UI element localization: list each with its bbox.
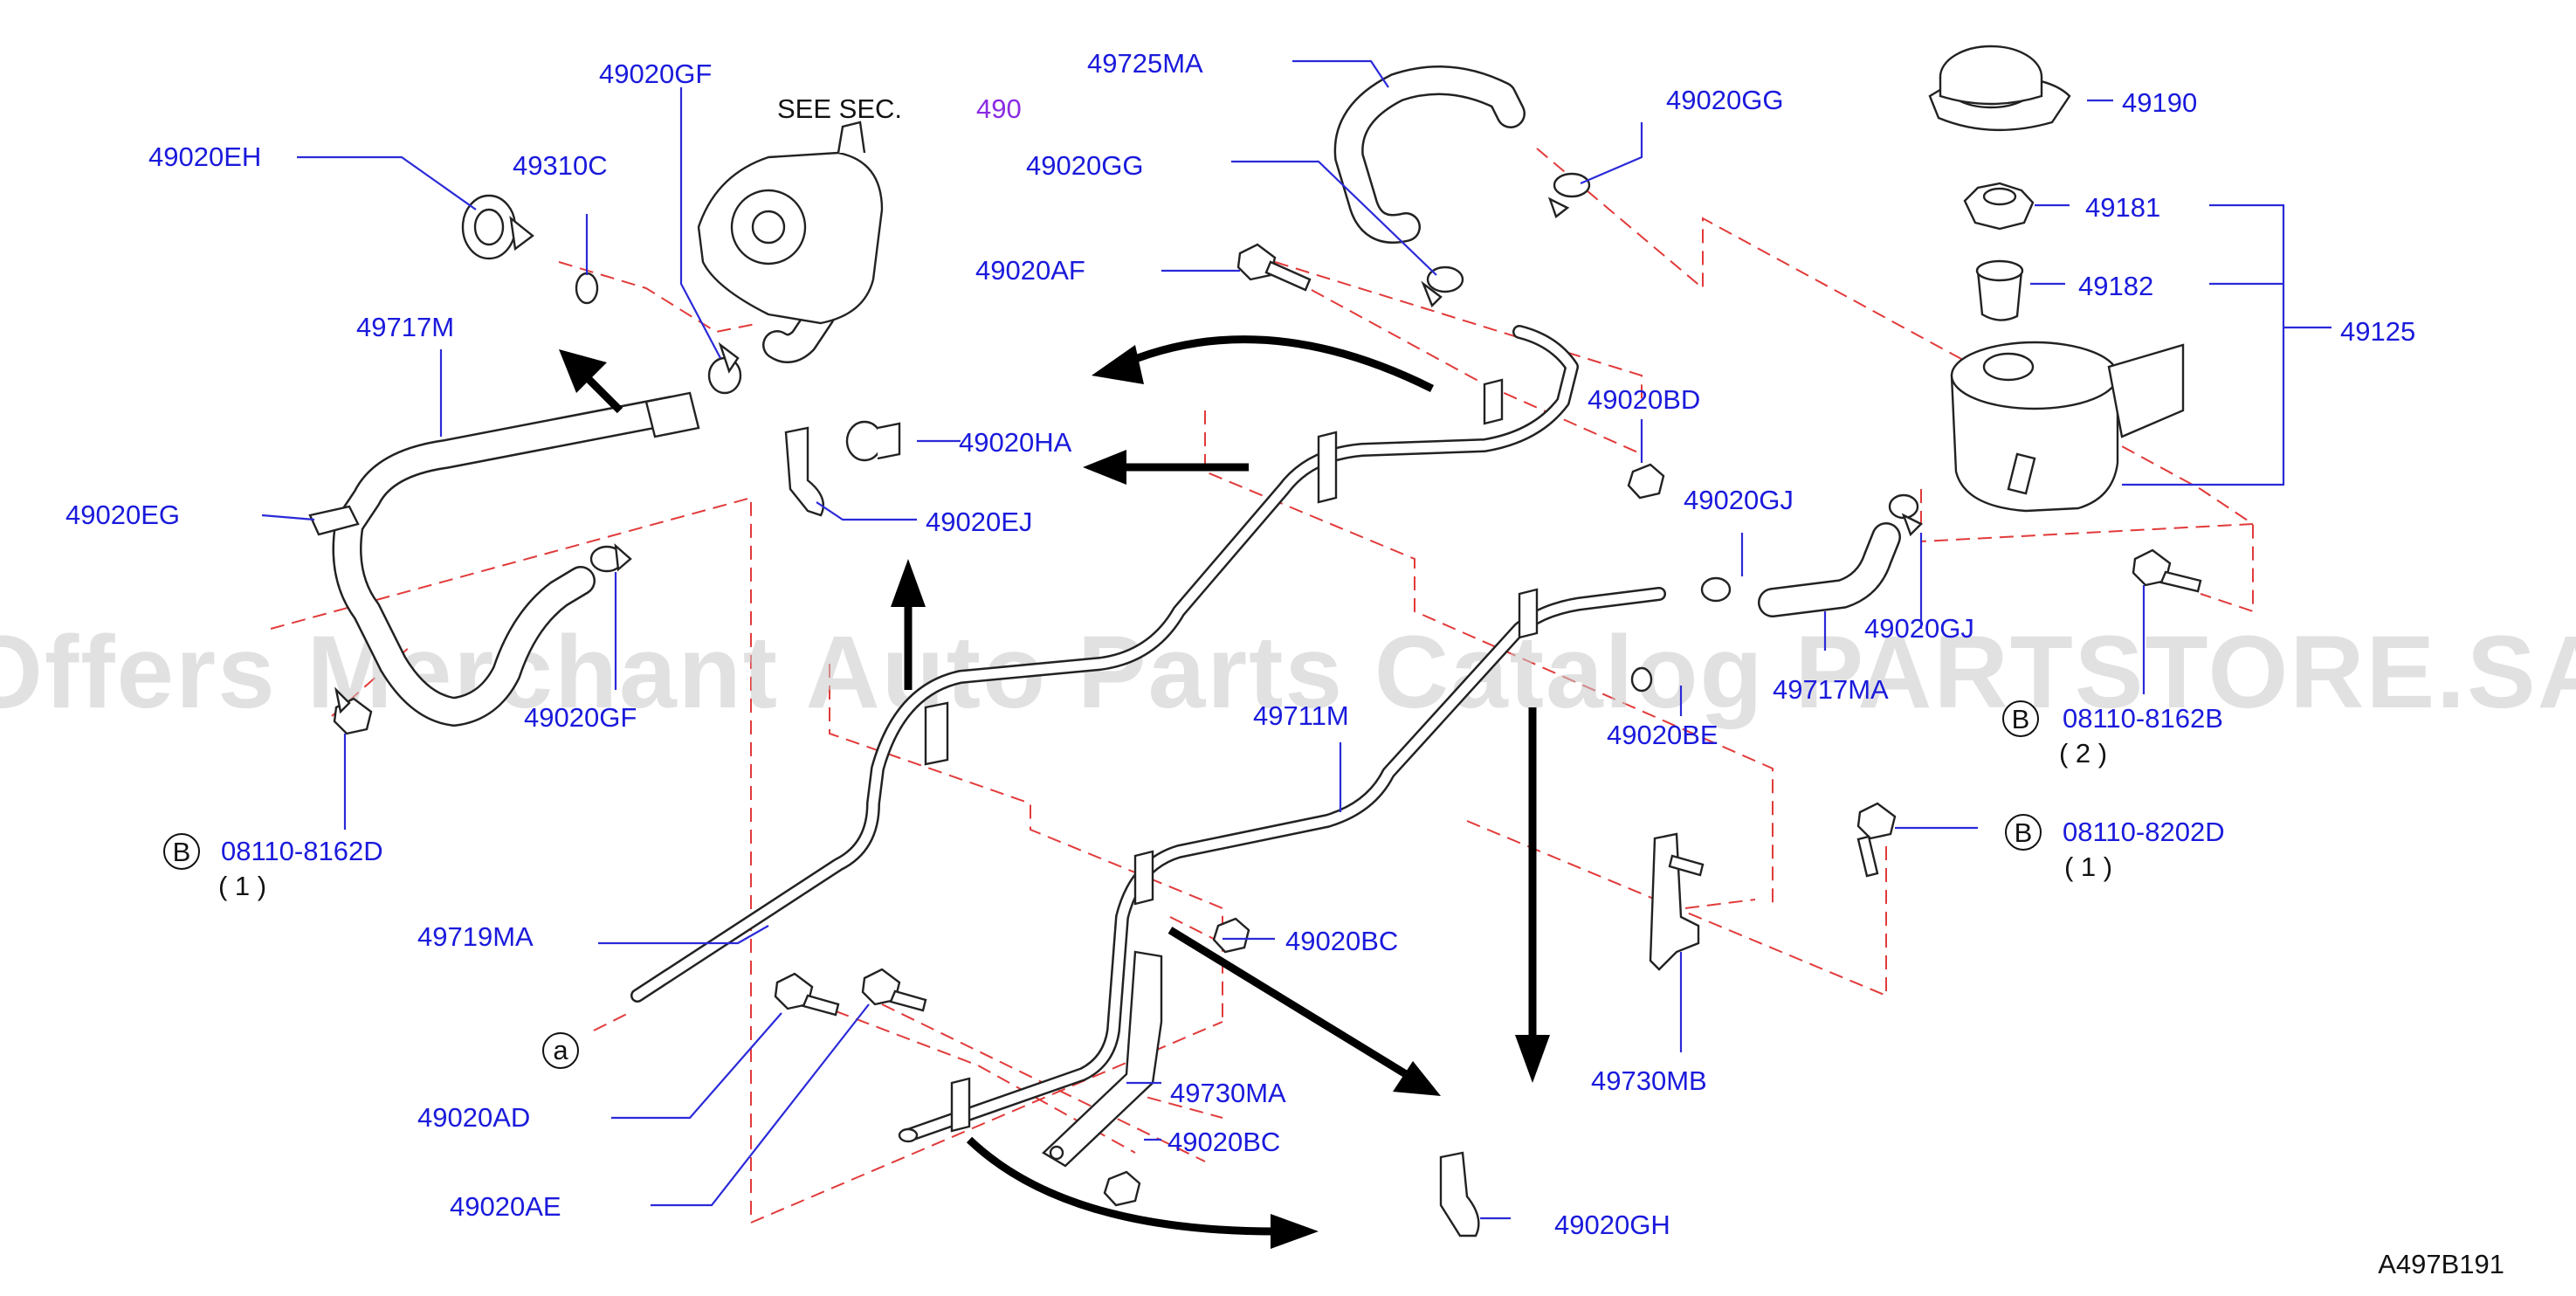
part-label-49020HA[interactable]: 49020HA	[959, 427, 1072, 458]
clamp-49020EH	[461, 194, 534, 260]
part-label-49020AD[interactable]: 49020AD	[417, 1102, 530, 1133]
part-label-08110-8162B[interactable]: 08110-8162B	[2063, 703, 2223, 734]
bracket-49020GH	[1439, 1151, 1480, 1237]
callout-b-right-upper: B	[2002, 700, 2039, 737]
part-label-49020BC-upper[interactable]: 49020BC	[1285, 926, 1398, 956]
part-label-49181[interactable]: 49181	[2085, 192, 2160, 223]
part-label-49125[interactable]: 49125	[2340, 316, 2415, 347]
filter-49182	[1975, 259, 2024, 321]
hose-pump-outlet	[762, 300, 836, 363]
strainer-49181	[1963, 182, 2035, 231]
clamp-49020GJ-right	[1888, 493, 1924, 537]
part-label-49020GG-right[interactable]: 49020GG	[1666, 85, 1783, 115]
svg-text:a: a	[553, 1035, 568, 1065]
clamp-49020EG	[308, 505, 360, 536]
bolt-49020AF	[1236, 243, 1312, 292]
power-steering-pump	[697, 121, 884, 325]
bolt-08110-8162D	[333, 686, 373, 735]
grommet-49020HA	[845, 420, 901, 462]
clamp-49020GG-left	[1421, 265, 1464, 308]
clamp-49020GG-right	[1547, 172, 1591, 218]
part-labels: 49020GF 49020EH 49310C 49717M 49020EG 49…	[65, 48, 2415, 1240]
hose-49725MA	[1333, 65, 1526, 244]
part-label-49020BC-lower[interactable]: 49020BC	[1167, 1127, 1280, 1157]
part-label-49020EG[interactable]: 49020EG	[65, 500, 180, 530]
part-label-49725MA[interactable]: 49725MA	[1087, 48, 1203, 79]
part-label-49711M[interactable]: 49711M	[1253, 700, 1349, 731]
part-label-49719MA[interactable]: 49719MA	[417, 921, 534, 952]
reservoir-tank	[1950, 341, 2185, 513]
pipe-brackets	[924, 378, 1539, 1133]
part-label-49020BD[interactable]: 49020BD	[1588, 384, 1700, 415]
part-label-49020GJ-right[interactable]: 49020GJ	[1864, 613, 1974, 644]
leader-lines	[261, 59, 2331, 1220]
bolt-49730MB-stud	[1668, 854, 1705, 877]
part-label-49020GJ-top[interactable]: 49020GJ	[1684, 485, 1794, 515]
bolt-08110-8162B	[2132, 548, 2202, 593]
clamp-49020GF-top	[707, 341, 742, 395]
part-label-49020GG-left[interactable]: 49020GG	[1026, 150, 1143, 181]
nuts	[1103, 463, 1665, 1207]
part-label-49020EJ[interactable]: 49020EJ	[926, 507, 1032, 537]
washer-49020BE	[1630, 666, 1653, 693]
bolt-49020AD	[774, 972, 840, 1017]
callout-a: a	[542, 1032, 579, 1069]
bolt-08110-8202D	[1856, 802, 1897, 878]
svg-text:B: B	[173, 837, 191, 867]
quantity-right: ( 1 )	[2064, 851, 2112, 882]
part-label-49020EH[interactable]: 49020EH	[148, 141, 261, 172]
part-label-49730MA[interactable]: 49730MA	[1170, 1078, 1286, 1108]
bolts	[333, 243, 2202, 1017]
bolt-49020AE	[861, 968, 927, 1012]
svg-text:B: B	[2012, 704, 2030, 734]
quantity-left: ( 1 )	[218, 871, 266, 901]
part-label-49020GH[interactable]: 49020GH	[1554, 1210, 1670, 1240]
part-label-49717M[interactable]: 49717M	[356, 312, 454, 342]
part-label-08110-8162D[interactable]: 08110-8162D	[221, 836, 383, 866]
quantity-2: ( 2 )	[2059, 738, 2107, 769]
part-label-49020GF-bottom[interactable]: 49020GF	[524, 702, 637, 733]
part-label-49730MB[interactable]: 49730MB	[1591, 1065, 1707, 1096]
part-label-49020GF-top[interactable]: 49020GF	[599, 59, 712, 89]
bracket-49730MB	[1649, 832, 1700, 971]
hose-end-fitting	[644, 391, 700, 438]
svg-text:B: B	[2015, 817, 2033, 848]
part-label-49182[interactable]: 49182	[2078, 271, 2153, 301]
clamp-49020GJ-top	[1700, 576, 1732, 603]
part-label-49020BE[interactable]: 49020BE	[1607, 720, 1718, 750]
part-label-08110-8202D[interactable]: 08110-8202D	[2063, 817, 2225, 847]
callout-b-left: B	[163, 833, 200, 870]
hose-49717MA	[1758, 522, 1901, 617]
hose-49717M	[332, 396, 687, 727]
reservoir-cap-49190	[1928, 45, 2071, 132]
bracket-49730MA	[1042, 950, 1163, 1168]
part-label-49190[interactable]: 49190	[2122, 87, 2197, 118]
diagram-code: A497B191	[2378, 1249, 2504, 1279]
see-section-link[interactable]: 490	[976, 93, 1022, 124]
part-label-49717MA[interactable]: 49717MA	[1773, 674, 1889, 705]
direction-arrows	[559, 335, 1550, 1249]
bracket-49020EJ	[784, 426, 825, 517]
washer-49310C	[575, 272, 599, 305]
see-section-label: SEE SEC.	[777, 93, 902, 124]
pipe-49719MA	[630, 325, 1579, 1003]
part-label-49310C[interactable]: 49310C	[513, 150, 608, 181]
part-label-49020AF[interactable]: 49020AF	[975, 255, 1085, 286]
callout-b-right-lower: B	[2005, 814, 2042, 851]
part-label-49020AE[interactable]: 49020AE	[450, 1191, 561, 1222]
clamp-49020GF-bottom	[589, 543, 632, 573]
